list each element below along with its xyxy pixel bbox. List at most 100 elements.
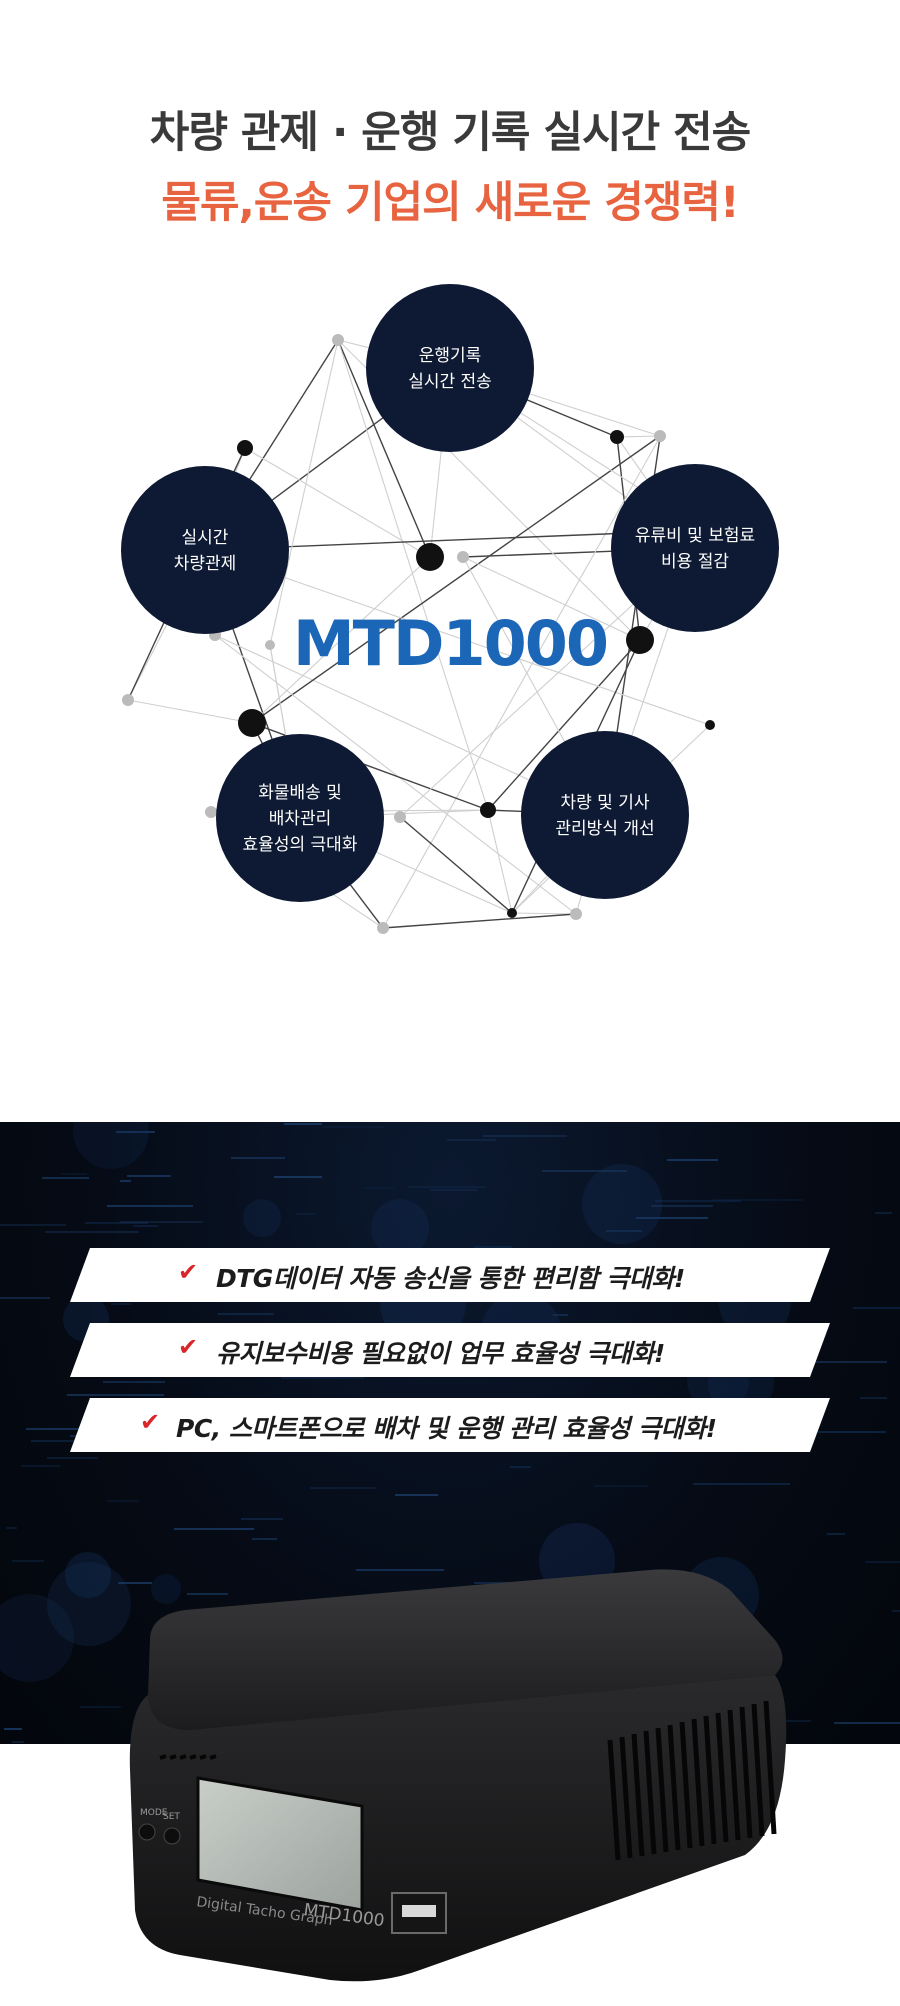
data-streak	[120, 1180, 131, 1182]
data-streak	[875, 1212, 892, 1214]
bokeh-light	[65, 1552, 111, 1598]
feature-text: DTG데이터 자동 송신을 통한 편리함 극대화!	[216, 1264, 685, 1293]
device-vents	[159, 1700, 777, 1861]
data-streak	[395, 1494, 438, 1496]
network-dot	[416, 543, 444, 571]
data-streak	[865, 1561, 900, 1563]
set-button	[163, 1827, 181, 1845]
vent-slot	[619, 1736, 633, 1859]
data-streak	[187, 1593, 228, 1595]
data-streak	[447, 1139, 496, 1141]
network-line	[251, 435, 661, 724]
vent-slot	[607, 1739, 621, 1861]
data-streak	[241, 1518, 283, 1520]
network-node-circle	[366, 284, 534, 452]
network-dot	[377, 922, 389, 934]
bokeh-light	[151, 1574, 181, 1604]
data-streak	[47, 1457, 98, 1459]
data-streak	[118, 1582, 152, 1584]
data-streak	[655, 1200, 741, 1202]
device-product-image: MODE SET Digital Tacho Graph MTD1000	[129, 1569, 787, 1982]
network-line	[511, 912, 577, 915]
network-dot	[332, 334, 344, 346]
data-streak	[364, 1187, 394, 1189]
data-streak	[26, 1428, 86, 1430]
data-streak	[61, 1173, 87, 1175]
data-streak	[594, 1485, 648, 1487]
data-streak	[281, 1377, 364, 1379]
data-streak	[6, 1527, 17, 1529]
data-streak	[651, 1205, 713, 1207]
network-line	[214, 634, 577, 915]
data-streak	[542, 1170, 627, 1172]
data-streak	[510, 1466, 531, 1468]
feature-banner: ✔ 유지보수비용 필요없이 업무 효율성 극대화!	[70, 1323, 830, 1377]
network-dot	[626, 626, 654, 654]
network-dot	[265, 640, 275, 650]
data-streak	[815, 1361, 887, 1363]
network-node-label: 차량관제	[174, 554, 237, 574]
vent-slot	[667, 1724, 681, 1851]
network-dot	[457, 551, 469, 563]
network-node-label: 차량 및 기사	[560, 793, 649, 813]
data-streak	[408, 1186, 486, 1188]
network-dot	[237, 440, 253, 456]
data-streak	[284, 1123, 322, 1125]
network-dot	[705, 720, 715, 730]
data-streak	[892, 1610, 900, 1612]
vent-slot	[727, 1709, 741, 1841]
device-lcd-screen	[196, 1776, 364, 1912]
vent-slot	[209, 1754, 217, 1760]
set-label: SET	[163, 1812, 180, 1822]
data-streak	[296, 1213, 316, 1215]
network-line	[244, 447, 431, 558]
vent-slot	[643, 1730, 657, 1855]
data-streak	[107, 1500, 139, 1502]
network-node-label: 관리방식 개선	[555, 819, 654, 839]
data-streak	[42, 1177, 89, 1179]
vent-slot	[691, 1718, 705, 1847]
network-line	[382, 436, 661, 929]
data-streak	[45, 1231, 139, 1233]
check-icon: ✔	[140, 1408, 161, 1436]
network-line	[251, 556, 431, 724]
network-line	[337, 339, 431, 558]
bokeh-light	[243, 1199, 281, 1237]
center-label: MTD1000	[293, 607, 607, 680]
data-streak	[815, 1431, 886, 1433]
network-line	[337, 339, 489, 811]
network-line	[204, 549, 711, 726]
network-node-label: 유류비 및 보험료	[635, 526, 755, 546]
bokeh-light	[371, 1199, 429, 1257]
data-streak	[127, 1175, 171, 1177]
network-node-label: 효율성의 극대화	[243, 835, 358, 855]
network-node-label: 운행기록	[419, 346, 482, 366]
headline-line2: 물류,운송 기업의 새로운 경쟁력!	[161, 178, 739, 228]
bokeh-light	[582, 1164, 662, 1244]
data-streak	[356, 1569, 444, 1571]
vent-slot	[715, 1712, 729, 1843]
vent-slot	[739, 1706, 753, 1839]
network-node-label: 실시간	[182, 528, 229, 548]
data-streak	[606, 1230, 642, 1232]
vent-slot	[199, 1754, 207, 1760]
network-line	[269, 339, 339, 646]
network-dot	[480, 802, 496, 818]
network-node-label: 화물배송 및	[258, 783, 342, 803]
data-streak	[274, 1176, 322, 1178]
vent-slot	[751, 1703, 765, 1837]
data-streak	[693, 1483, 790, 1485]
data-streak	[12, 1741, 24, 1743]
data-streak	[231, 1157, 285, 1159]
network-dot	[238, 709, 266, 737]
headline-line1: 차량 관제 · 운행 기록 실시간 전송	[149, 108, 751, 158]
data-streak	[713, 1199, 803, 1201]
mode-label: MODE	[140, 1808, 168, 1818]
network-dot	[394, 811, 406, 823]
